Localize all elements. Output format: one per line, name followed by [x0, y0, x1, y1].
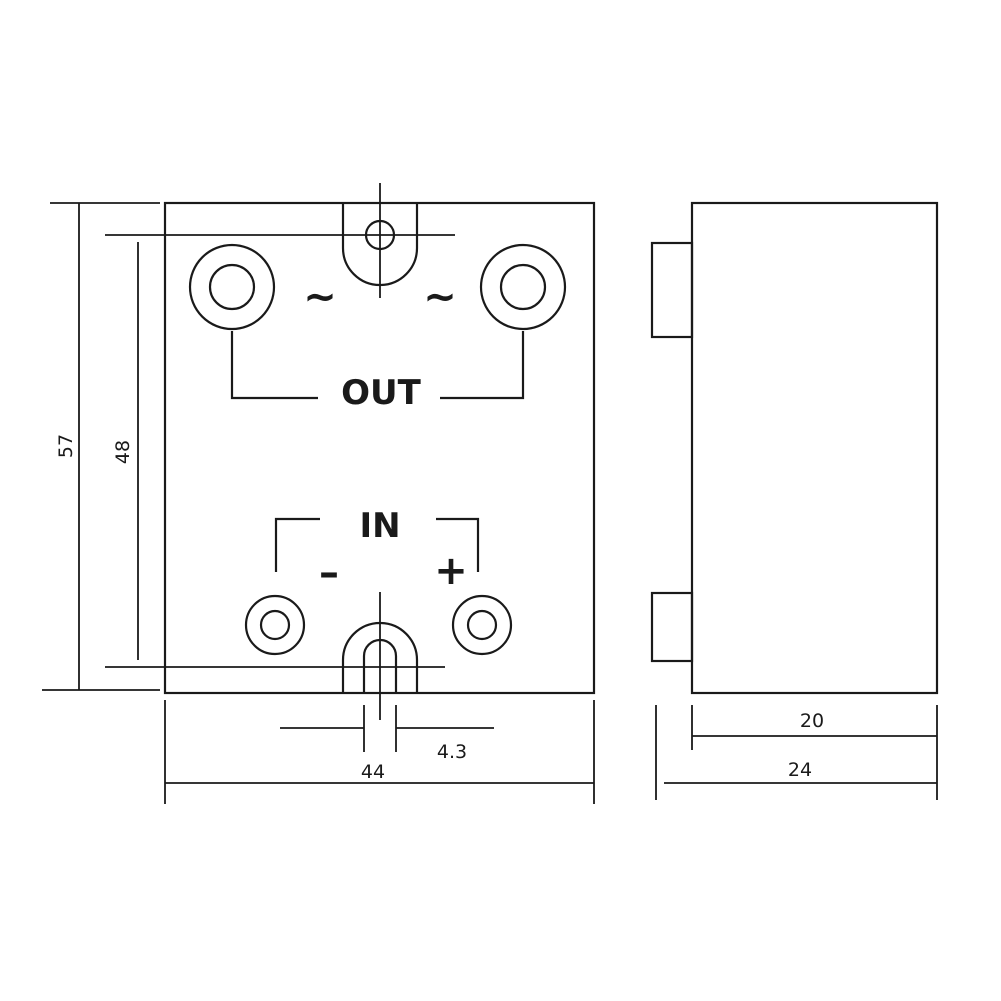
- front-dimensions: 57 48 44 4.3: [42, 202, 595, 804]
- output-terminal-right-inner: [499, 263, 547, 311]
- output-terminal-left-outer: [188, 243, 276, 331]
- plus-label: +: [434, 548, 468, 594]
- front-view: ~ ~ OUT IN – +: [105, 183, 596, 720]
- out-bracket-right: [440, 331, 525, 400]
- input-terminal-left-outer: [244, 594, 306, 656]
- side-dimensions: 20 24: [655, 705, 938, 800]
- minus-label: –: [319, 550, 339, 596]
- ac-symbol-right: ~: [423, 274, 457, 320]
- output-terminal-right-outer: [479, 243, 567, 331]
- input-terminal-right-outer: [451, 594, 513, 656]
- side-terminal-bottom: [650, 591, 694, 663]
- side-body-outline: [690, 201, 939, 695]
- output-terminal-left-inner: [208, 263, 256, 311]
- dim-24-label: 24: [788, 759, 812, 781]
- dim-44-label: 44: [361, 761, 385, 783]
- in-label: IN: [359, 506, 400, 546]
- out-label: OUT: [341, 373, 422, 413]
- input-terminal-left-inner: [259, 609, 291, 641]
- out-bracket-left: [230, 331, 318, 400]
- dim-48-label: 48: [112, 440, 134, 464]
- ac-symbol-left: ~: [303, 274, 337, 320]
- side-view: [650, 201, 939, 695]
- dim-57-label: 57: [55, 434, 77, 458]
- input-terminal-right-inner: [466, 609, 498, 641]
- dim-20-label: 20: [800, 710, 824, 732]
- in-bracket-right: [436, 517, 480, 572]
- side-terminal-top: [650, 241, 694, 339]
- dim-4-3-label: 4.3: [437, 741, 467, 763]
- in-bracket-left: [274, 517, 320, 572]
